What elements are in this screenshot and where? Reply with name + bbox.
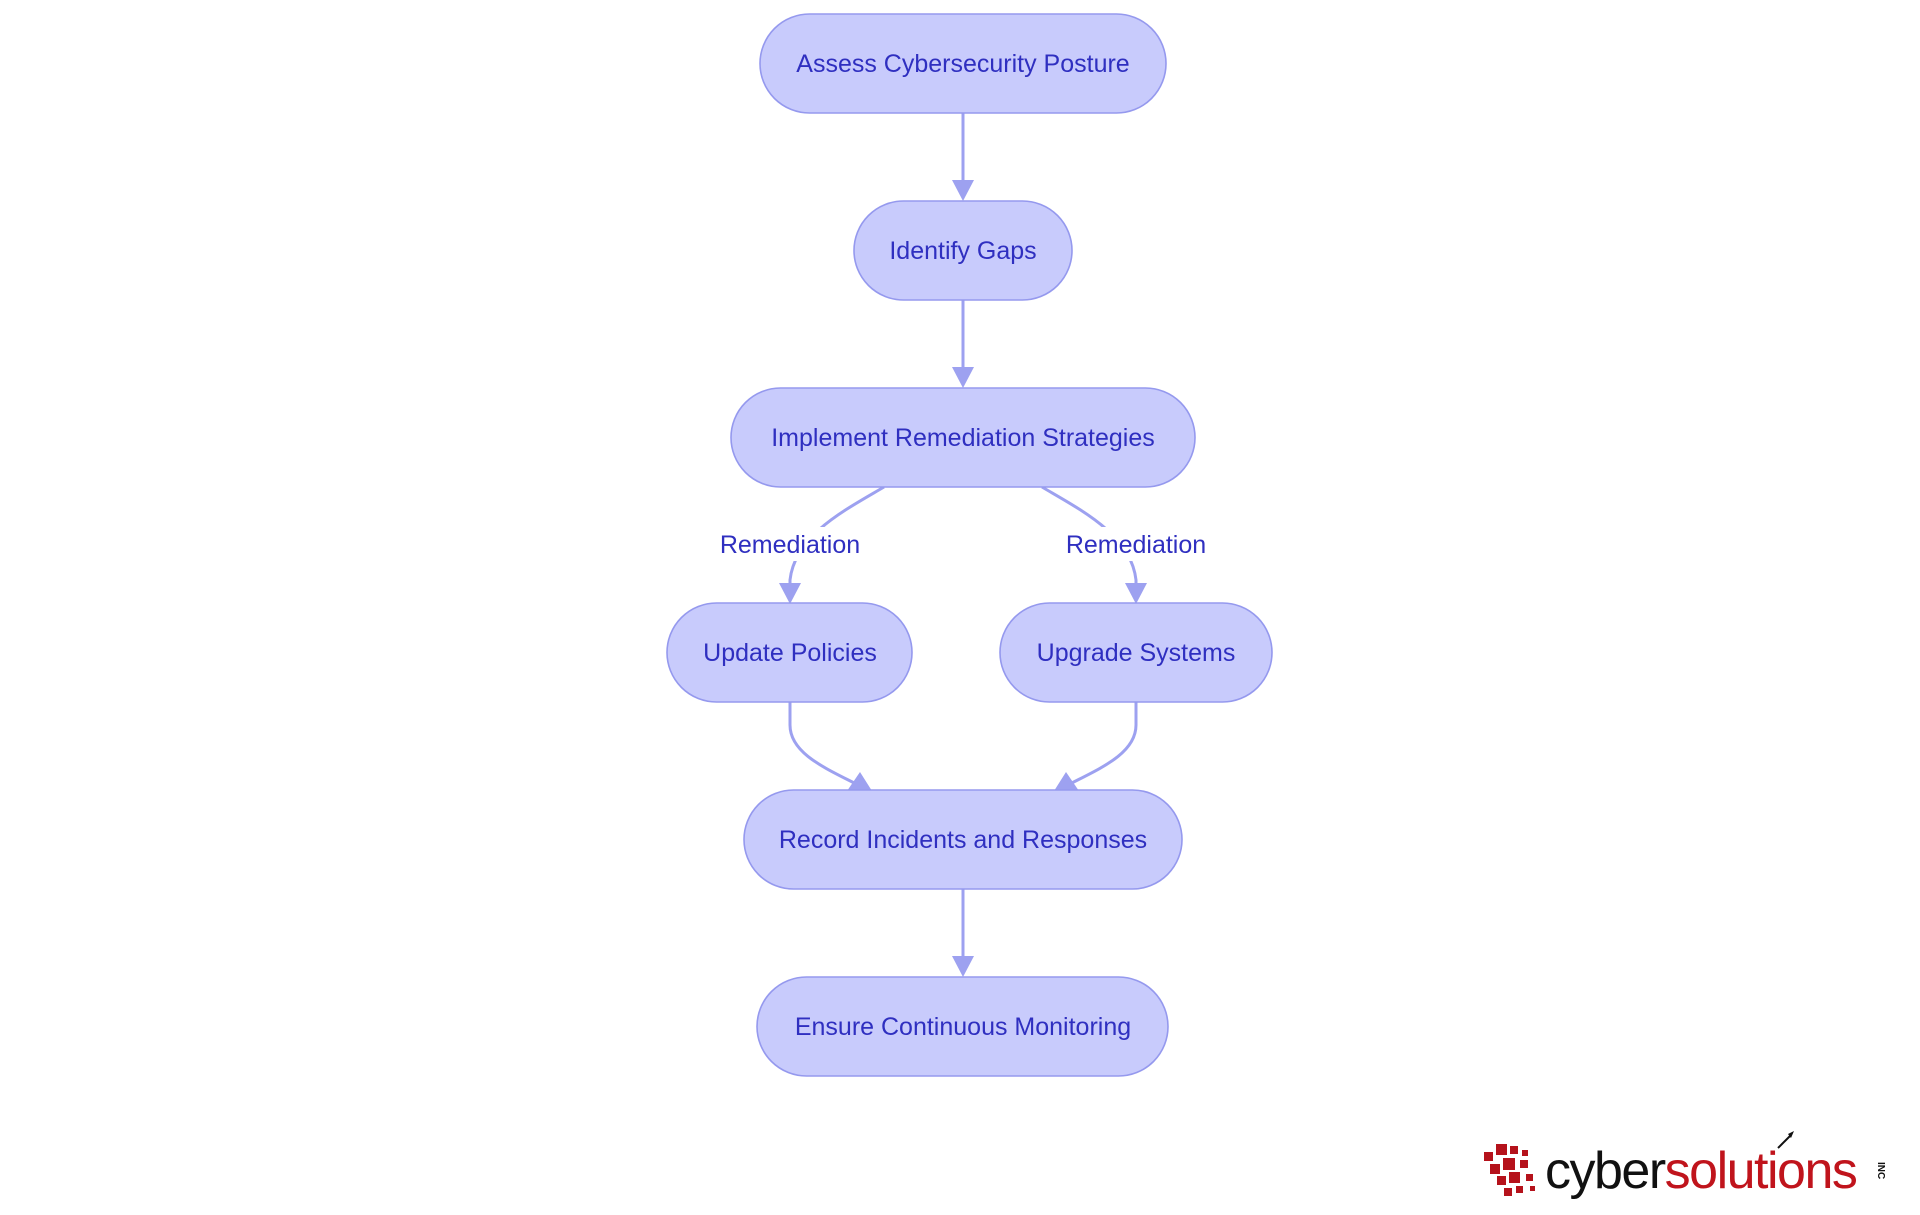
arrow-head [847, 772, 872, 791]
edge-update-to-record [788, 702, 872, 791]
edge-label-text: Remediation [720, 531, 860, 559]
logo-wordmark: cybersolutions [1545, 1142, 1857, 1200]
arrow-head [1125, 583, 1147, 604]
logo-swoosh [1777, 1135, 1791, 1149]
arrow-head [779, 583, 801, 604]
arrow-head [952, 180, 974, 201]
arrow-head [1054, 772, 1079, 791]
node-label: Update Policies [703, 639, 877, 667]
logo-word-cyber: cyber [1545, 1142, 1666, 1200]
node-label: Identify Gaps [889, 237, 1036, 265]
edge-label-remediation-right: Remediation [1061, 527, 1211, 561]
node-update-policies[interactable]: Update Policies [666, 602, 913, 703]
node-ensure-continuous-monitoring[interactable]: Ensure Continuous Monitoring [756, 976, 1169, 1077]
logo-inc-suffix: INC [1875, 1162, 1886, 1179]
logo-word-solutions: solutions [1665, 1142, 1857, 1200]
edge-label-remediation-left: Remediation [715, 527, 865, 561]
arrow-head [952, 956, 974, 977]
edge-record-to-monitor [952, 889, 974, 977]
logo-squares-mark [1484, 1144, 1535, 1196]
edge-identify-to-implement [952, 300, 974, 388]
edge-upgrade-to-record [1054, 702, 1138, 791]
arrow-head [952, 367, 974, 388]
node-label: Record Incidents and Responses [779, 826, 1147, 854]
node-identify-gaps[interactable]: Identify Gaps [853, 200, 1073, 301]
edge-label-text: Remediation [1066, 531, 1206, 559]
node-record-incidents-and-responses[interactable]: Record Incidents and Responses [743, 789, 1183, 890]
edge-assess-to-identify [952, 113, 974, 201]
node-assess-cybersecurity-posture[interactable]: Assess Cybersecurity Posture [759, 13, 1167, 114]
node-label: Ensure Continuous Monitoring [795, 1013, 1131, 1041]
cybersolutions-logo: cybersolutions INC [1484, 1131, 1886, 1200]
node-label: Upgrade Systems [1037, 639, 1236, 667]
node-implement-remediation-strategies[interactable]: Implement Remediation Strategies [730, 387, 1196, 488]
node-label: Assess Cybersecurity Posture [796, 50, 1129, 78]
node-label: Implement Remediation Strategies [771, 424, 1155, 452]
node-upgrade-systems[interactable]: Upgrade Systems [999, 602, 1273, 703]
